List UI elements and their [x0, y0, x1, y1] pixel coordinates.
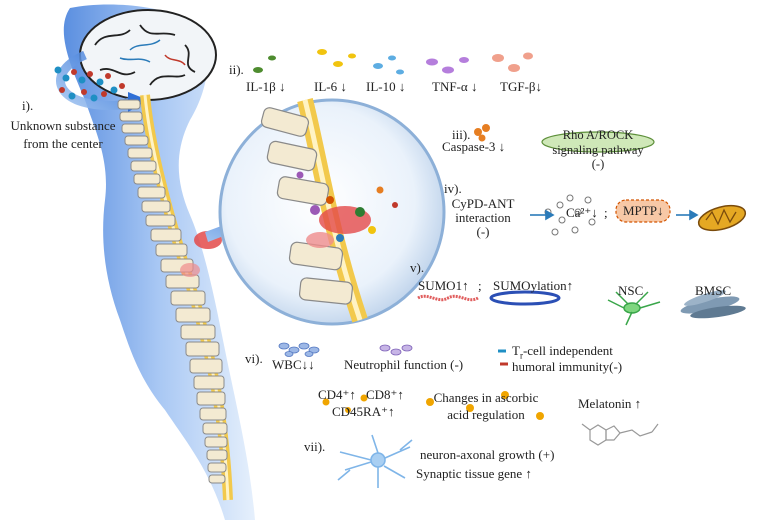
- humoral-label: humoral immunity(-): [512, 359, 623, 374]
- il10-label: IL-10 ↓: [366, 79, 406, 94]
- pathway-arrows: [530, 209, 699, 221]
- unknown-substance-label-line2: from the center: [23, 136, 103, 151]
- rho-rock-label-line1: Rho A/ROCK: [562, 128, 634, 142]
- brain-icon: [79, 9, 217, 101]
- sumoylation-label: SUMOylation↑: [493, 278, 574, 293]
- roman-iii: iii).: [452, 127, 471, 142]
- caspase3-label: Caspase-3 ↓: [442, 139, 506, 154]
- sumoylation-ring: [489, 290, 561, 306]
- melatonin-label: Melatonin ↑: [578, 396, 642, 411]
- roman-v: v).: [410, 260, 425, 275]
- roman-iv: iv).: [444, 181, 462, 196]
- cd45ra-label: CD45RA⁺↑: [332, 404, 395, 419]
- roman-ii: ii).: [229, 62, 244, 77]
- cytokine-icons: [253, 49, 533, 75]
- bmsc-label: BMSC: [695, 283, 732, 298]
- ascorbic-label-line2: acid regulation: [447, 407, 525, 422]
- sumo1-label: SUMO1↑: [418, 278, 469, 293]
- vertebrae: [117, 99, 228, 484]
- tnfa-label: TNF-α ↓: [432, 79, 478, 94]
- body-silhouette: [63, 4, 255, 520]
- mptp-label: MPTP↓: [623, 203, 664, 218]
- sumo1-strand: [417, 294, 479, 302]
- caspase-icon: [474, 124, 490, 142]
- nsc-label: NSC: [618, 283, 644, 298]
- neutrophil-icons: [379, 344, 413, 356]
- calcium-label: Ca²⁺↓: [566, 205, 598, 220]
- synaptic-gene-label: Synaptic tissue gene ↑: [416, 466, 532, 481]
- cd8-label: CD8⁺↑: [366, 387, 404, 402]
- ascorbic-label-line1: Changes in ascorbic: [433, 390, 539, 405]
- roman-vi: vi).: [245, 351, 263, 366]
- wbc-icons: [278, 342, 320, 357]
- unknown-substance-dots: [54, 66, 125, 102]
- cypd-ant-label-line3: (-): [476, 224, 490, 239]
- magnified-view: [218, 98, 446, 326]
- cd4-label: CD4⁺↑: [318, 387, 356, 402]
- mptp-box: [615, 199, 671, 223]
- rho-rock-ellipse: [541, 131, 655, 153]
- v-separator: ;: [478, 278, 482, 293]
- cd-marker-dots: [322, 394, 368, 413]
- il1b-label: IL-1β ↓: [246, 79, 286, 94]
- swirl-arrow: [56, 50, 137, 110]
- il6-label: IL-6 ↓: [314, 79, 347, 94]
- tgfb-label: TGF-β↓: [500, 79, 543, 94]
- roman-vii: vii).: [304, 439, 326, 454]
- cypd-ant-label-line1: CyPD-ANT: [451, 196, 515, 211]
- mitochondrion-icon: [697, 204, 747, 232]
- rho-rock-label-line2: signaling pathway: [552, 143, 644, 157]
- ascorbic-dots: [426, 391, 544, 420]
- rho-rock-label-line3: (-): [591, 157, 605, 171]
- iv-separator: ;: [604, 205, 608, 220]
- melatonin-structure-icon: [581, 423, 659, 446]
- t-cell-icons: [498, 349, 508, 366]
- roman-i: i).: [22, 98, 34, 113]
- cypd-ant-label-line2: interaction: [455, 210, 511, 225]
- t-cell-rest: -cell independent: [522, 343, 613, 358]
- t-cell-subscript: r: [519, 350, 523, 361]
- calcium-particles: [544, 194, 596, 236]
- neutrophil-label: Neutrophil function (-): [344, 357, 464, 372]
- bmsc-cell-icon: [680, 290, 746, 319]
- neuron-axonal-label: neuron-axonal growth (+): [420, 447, 555, 462]
- t-cell-letter: T: [512, 343, 520, 358]
- wbc-label: WBC↓↓: [272, 357, 315, 372]
- unknown-substance-label-line1: Unknown substance: [10, 118, 116, 133]
- nsc-cell-icon: [607, 291, 661, 326]
- t-cell-label: Tr-cell independent: [512, 343, 613, 361]
- neuron-icon: [337, 434, 413, 488]
